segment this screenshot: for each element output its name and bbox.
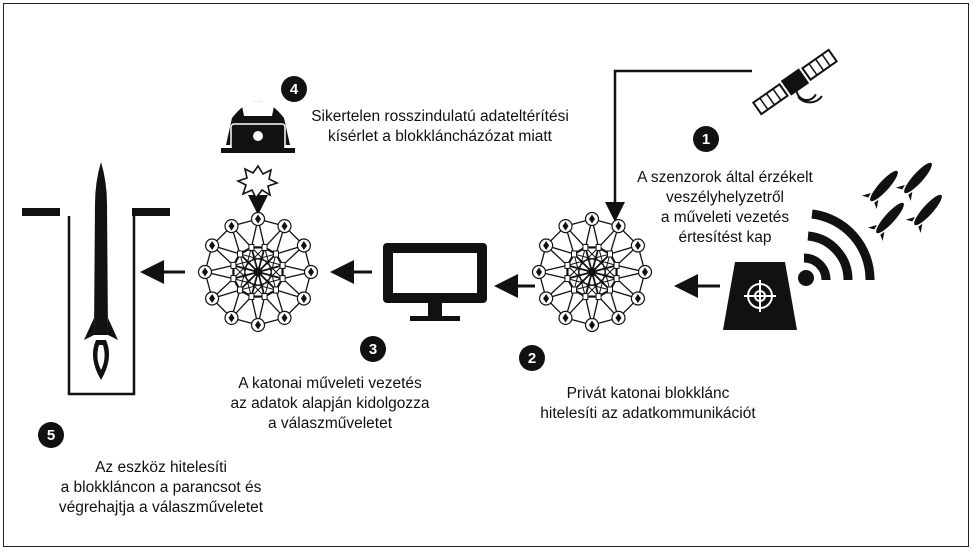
- satellite-link-arrow: [605, 69, 752, 222]
- explosion-icon: [235, 164, 280, 200]
- step-1-caption: A szenzorok által érzékelt veszélyhelyze…: [618, 168, 832, 248]
- caption-line: az adatok alapján kidolgozza: [230, 395, 430, 412]
- diagram-frame: [3, 3, 969, 547]
- caption-line: Sikertelen rosszindulatú adateltérítési: [311, 108, 569, 125]
- caption-line: értesítést kap: [678, 229, 772, 246]
- step-badge-1: 1: [693, 126, 719, 152]
- caption-line: A szenzorok által érzékelt: [637, 169, 813, 186]
- step-3-caption: A katonai műveleti vezetés az adatok ala…: [196, 374, 464, 434]
- caption-line: kísérlet a blokkláncházózat miatt: [328, 128, 552, 145]
- step-badge-2: 2: [519, 345, 545, 371]
- satellite-icon: [751, 48, 839, 116]
- caption-line: a műveleti vezetés: [660, 209, 790, 226]
- caption-line: hitelesíti az adatkommunikációt: [540, 405, 756, 422]
- caption-line: végrehajtja a válaszműveletet: [58, 499, 264, 516]
- step-badge-4: 4: [281, 76, 307, 102]
- caption-line: veszélyhelyzetről: [665, 189, 785, 206]
- caption-line: Az eszköz hitelesíti: [95, 459, 227, 476]
- missile-silo-icon: [22, 162, 170, 396]
- caption-line: Privát katonai blokklánc: [566, 385, 730, 402]
- monitor-icon: [383, 243, 487, 321]
- hacker-icon: [221, 101, 295, 153]
- step-badge-5: 5: [38, 422, 64, 448]
- caption-line: a válaszműveletet: [267, 415, 393, 432]
- signal-waves-icon: [798, 209, 875, 286]
- blockchain-network-icon: [531, 211, 653, 333]
- caption-line: a blokkláncon a parancsot és: [60, 479, 262, 496]
- missiles-icon: [861, 162, 942, 242]
- caption-line: A katonai műveleti vezetés: [238, 375, 422, 392]
- step-badge-3: 3: [360, 336, 386, 362]
- radar-station-icon: [723, 262, 797, 330]
- step-4-caption: Sikertelen rosszindulatú adateltérítési …: [290, 107, 590, 147]
- blockchain-network-icon: [197, 211, 319, 333]
- step-5-caption: Az eszköz hitelesíti a blokkláncon a par…: [26, 458, 296, 518]
- step-2-caption: Privát katonai blokklánc hitelesíti az a…: [506, 384, 790, 424]
